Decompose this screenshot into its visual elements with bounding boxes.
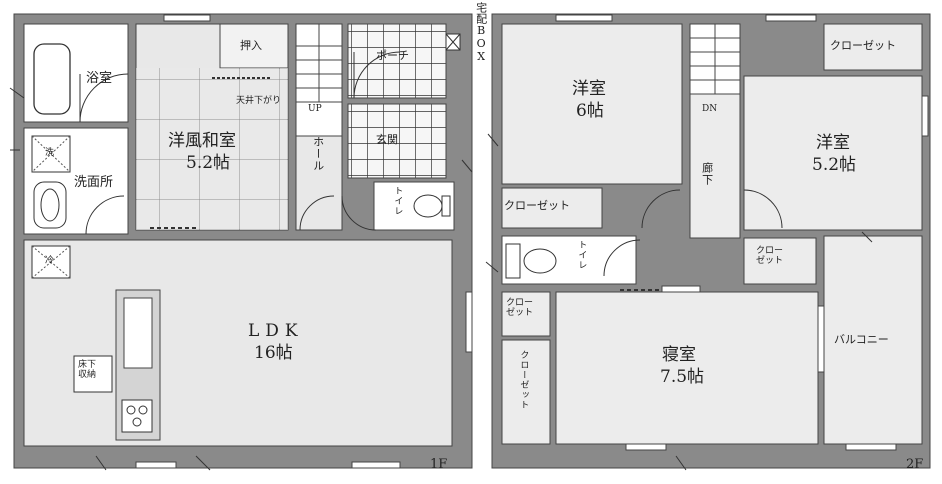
- wash-basin: [33, 181, 67, 229]
- label-japanese-room-size: 5.2帖: [186, 153, 231, 173]
- stair-lines-2f: [690, 24, 740, 94]
- label-porch: ポーチ: [376, 49, 409, 62]
- porch: [347, 23, 447, 99]
- label-corridor: 廊下: [700, 162, 714, 186]
- label-bath: 浴室: [86, 71, 113, 86]
- label-western-room-a: 洋室: [572, 79, 606, 99]
- label-washer: 洗: [45, 148, 55, 158]
- door-swings-2f: [603, 189, 783, 277]
- stove: [121, 399, 153, 433]
- sink: [123, 297, 153, 369]
- bedroom: [555, 291, 819, 445]
- label-oshiire: 押入: [240, 39, 262, 52]
- label-closet-bed-2: クローゼット: [518, 350, 529, 410]
- floor-2: [491, 13, 931, 469]
- label-western-room-b: 洋室: [816, 133, 850, 153]
- toilet-2f: [501, 235, 637, 285]
- label-fridge: 冷: [45, 256, 55, 266]
- label-low-ceiling: 天井下がり: [236, 96, 282, 106]
- closet-small-2f: [743, 237, 817, 285]
- underfloor-storage-box: [73, 355, 113, 393]
- tatami-grid: [136, 68, 288, 230]
- label-bedroom-size: 7.5帖: [660, 367, 705, 387]
- label-ldk: LDK: [248, 321, 304, 341]
- label-toilet-2f: トイレ: [576, 240, 587, 270]
- label-underfloor-storage: 床下 収納: [78, 360, 97, 381]
- label-closet-top: クローゼット: [830, 39, 896, 52]
- door-swings-1f: [79, 51, 401, 235]
- label-hall: ホール: [311, 136, 325, 172]
- closet-left-2f: [501, 187, 603, 229]
- label-balcony: バルコニー: [834, 333, 889, 346]
- label-1f: 1F: [430, 457, 448, 472]
- label-western-room-b-size: 5.2帖: [812, 155, 857, 175]
- exterior-markers: [9, 87, 873, 471]
- balcony: [823, 235, 923, 445]
- label-entrance: 玄関: [376, 133, 398, 146]
- label-bedroom: 寝室: [662, 345, 696, 365]
- label-closet-bed-1: クロー ゼット: [506, 298, 534, 319]
- label-toilet-1f: トイレ: [392, 186, 403, 216]
- label-washroom: 洗面所: [74, 175, 114, 190]
- label-western-room-a-size: 6帖: [576, 101, 604, 121]
- toilet-bowl-2f: [523, 248, 557, 274]
- label-closet-left: クローゼット: [504, 199, 570, 212]
- label-dn: DN: [702, 104, 718, 114]
- label-japanese-room: 洋風和室: [168, 131, 236, 151]
- toilet-bowl-1f: [413, 194, 443, 218]
- label-up: UP: [308, 104, 322, 114]
- closet-bed-1: [501, 291, 551, 337]
- closet-top-2f: [823, 23, 923, 71]
- stair-lines-1f: [296, 24, 342, 103]
- closet-bed-2: [501, 339, 551, 445]
- bathtub: [33, 43, 71, 115]
- entrance: [347, 103, 447, 179]
- corridor-2f: [689, 93, 741, 239]
- ldk: [23, 239, 453, 447]
- label-2f: 2F: [906, 457, 924, 472]
- label-closet-small: クロー ゼット: [756, 246, 784, 267]
- western-room-a: [501, 23, 683, 185]
- label-delivery-box: 宅配BOX: [474, 2, 488, 63]
- windows-1f: [135, 14, 473, 469]
- label-ldk-size: 16帖: [254, 343, 293, 363]
- floor-1: [13, 13, 473, 469]
- windows-2f: [555, 14, 929, 451]
